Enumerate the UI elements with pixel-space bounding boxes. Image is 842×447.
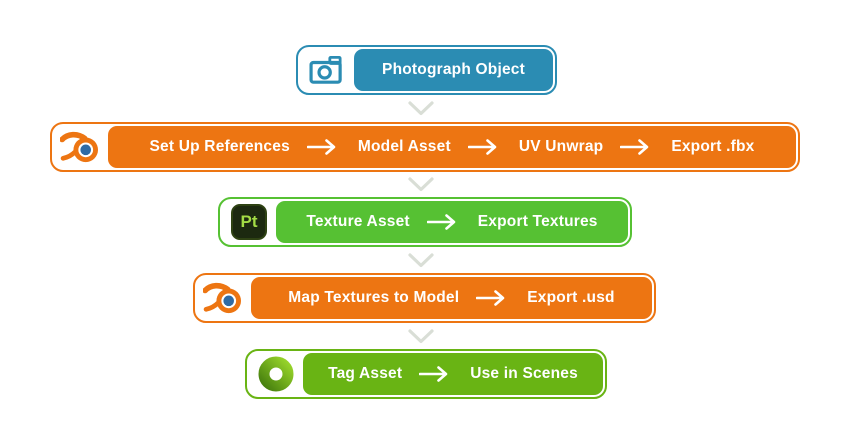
pipeline-step-blender-mapping: Map Textures to Model Export .usd (193, 273, 656, 323)
step-label: Export Textures (477, 213, 598, 231)
step-fill: Texture Asset Export Textures (276, 201, 628, 243)
step-label: Export .usd (527, 289, 615, 307)
arrow-right-icon (476, 290, 505, 306)
substance-painter-badge-label: Pt (240, 212, 258, 231)
step-fill: Set Up References Model Asset UV Unwrap … (108, 126, 796, 168)
arrow-right-icon (306, 139, 336, 155)
ring-icon (249, 353, 303, 395)
arrow-right-icon (419, 366, 448, 382)
chevron-down-icon (408, 177, 434, 192)
camera-icon (300, 49, 354, 91)
arrow-right-icon (426, 214, 456, 230)
step-label: Texture Asset (306, 213, 410, 231)
substance-painter-badge: Pt (231, 204, 267, 240)
step-label: Export .fbx (671, 138, 755, 156)
pipeline-step-photograph-object: Photograph Object (296, 45, 557, 95)
step-label: Tag Asset (328, 365, 403, 383)
pipeline-step-tag-and-use: Tag Asset Use in Scenes (245, 349, 607, 399)
substance-painter-icon: Pt (222, 201, 276, 243)
arrow-right-icon (620, 139, 649, 155)
step-label: Use in Scenes (470, 365, 578, 383)
pipeline-step-blender-modeling: Set Up References Model Asset UV Unwrap … (50, 122, 800, 172)
step-label: Photograph Object (382, 61, 525, 79)
step-label: Set Up References (149, 138, 290, 156)
blender-icon (197, 277, 251, 319)
step-label: Model Asset (357, 138, 451, 156)
chevron-down-icon (408, 101, 434, 116)
chevron-down-icon (408, 329, 434, 344)
blender-icon (54, 126, 108, 168)
step-label: UV Unwrap (518, 138, 604, 156)
step-fill: Photograph Object (354, 49, 553, 91)
chevron-down-icon (408, 253, 434, 268)
step-fill: Tag Asset Use in Scenes (303, 353, 603, 395)
pipeline-step-substance-texturing: Pt Texture Asset Export Textures (218, 197, 632, 247)
arrow-right-icon (467, 139, 497, 155)
step-fill: Map Textures to Model Export .usd (251, 277, 652, 319)
step-label: Map Textures to Model (288, 289, 460, 307)
